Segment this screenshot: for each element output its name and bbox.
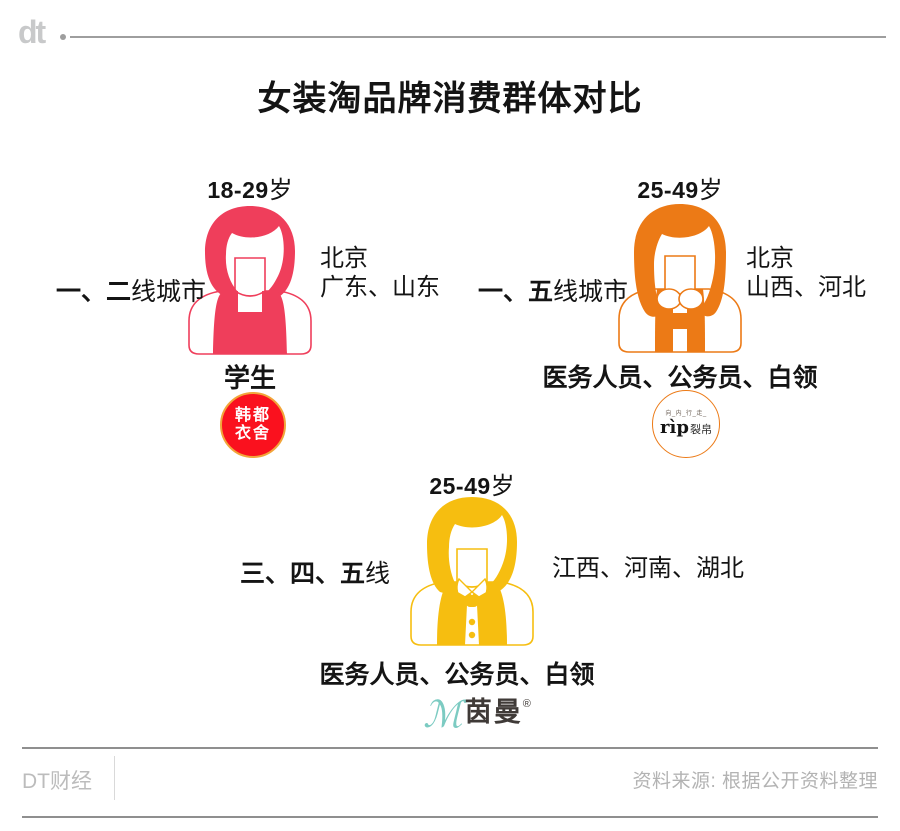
footer-divider [114, 756, 115, 800]
inman-monogram: ℳ [423, 693, 463, 736]
occupation-label: 学生 [223, 363, 276, 393]
woman-avatar-orange-icon [618, 204, 742, 353]
rip-slogan: 向_内_行_走_ [665, 410, 707, 417]
regions-label: 江西、河南、湖北 [552, 555, 744, 582]
persona-handu: 18-29岁 一、二线城市 北京 广东、山东 学生 韩都 衣舍 [40, 168, 460, 473]
regions-label: 北京 山西、河北 [746, 245, 866, 301]
age-label: 25-49岁 [637, 177, 723, 204]
city-tier-label: 一、二线城市 [55, 278, 206, 306]
footer-bottom-rule [22, 816, 878, 818]
woman-avatar-yellow-icon [410, 497, 534, 646]
age-label: 18-29岁 [207, 177, 293, 204]
page-title: 女装淘品牌消费群体对比 [257, 80, 643, 118]
rip-latin: rìp [660, 416, 689, 438]
city-tier-label: 一、五线城市 [477, 278, 628, 306]
dt-logo: dt [18, 14, 46, 50]
inman-cn: 茵曼 [464, 697, 523, 727]
footer-source: 资料来源: 根据公开资料整理 [632, 771, 878, 792]
footer-brand: DT财经 [22, 770, 92, 793]
persona-inman: 25-49岁 三、四、五线 江西、河南、湖北 医务人员、公务员、白领 ℳ茵曼® [240, 462, 744, 767]
occupation-label: 医务人员、公务员、白领 [319, 661, 595, 689]
header-rule [70, 36, 886, 38]
persona-rip: 25-49岁 一、五线城市 北京 山西、河北 医务人员、公务员、白领 向_内_行… [470, 168, 900, 473]
inman-brand-logo: ℳ茵曼® [377, 690, 577, 733]
city-tier-label: 三、四、五线 [240, 560, 391, 588]
rip-brand-logo: 向_内_行_走_ rìp 裂帛 [652, 390, 720, 458]
occupation-label: 医务人员、公务员、白领 [542, 364, 818, 392]
footer-top-rule [22, 747, 878, 749]
registered-mark: ® [522, 698, 531, 710]
regions-label: 北京 广东、山东 [320, 245, 440, 301]
header-dot [60, 34, 66, 40]
handu-brand-logo: 韩都 衣舍 [220, 392, 286, 458]
rip-cn: 裂帛 [689, 423, 712, 436]
age-label: 25-49岁 [429, 473, 515, 500]
woman-avatar-pink-icon [188, 206, 312, 355]
